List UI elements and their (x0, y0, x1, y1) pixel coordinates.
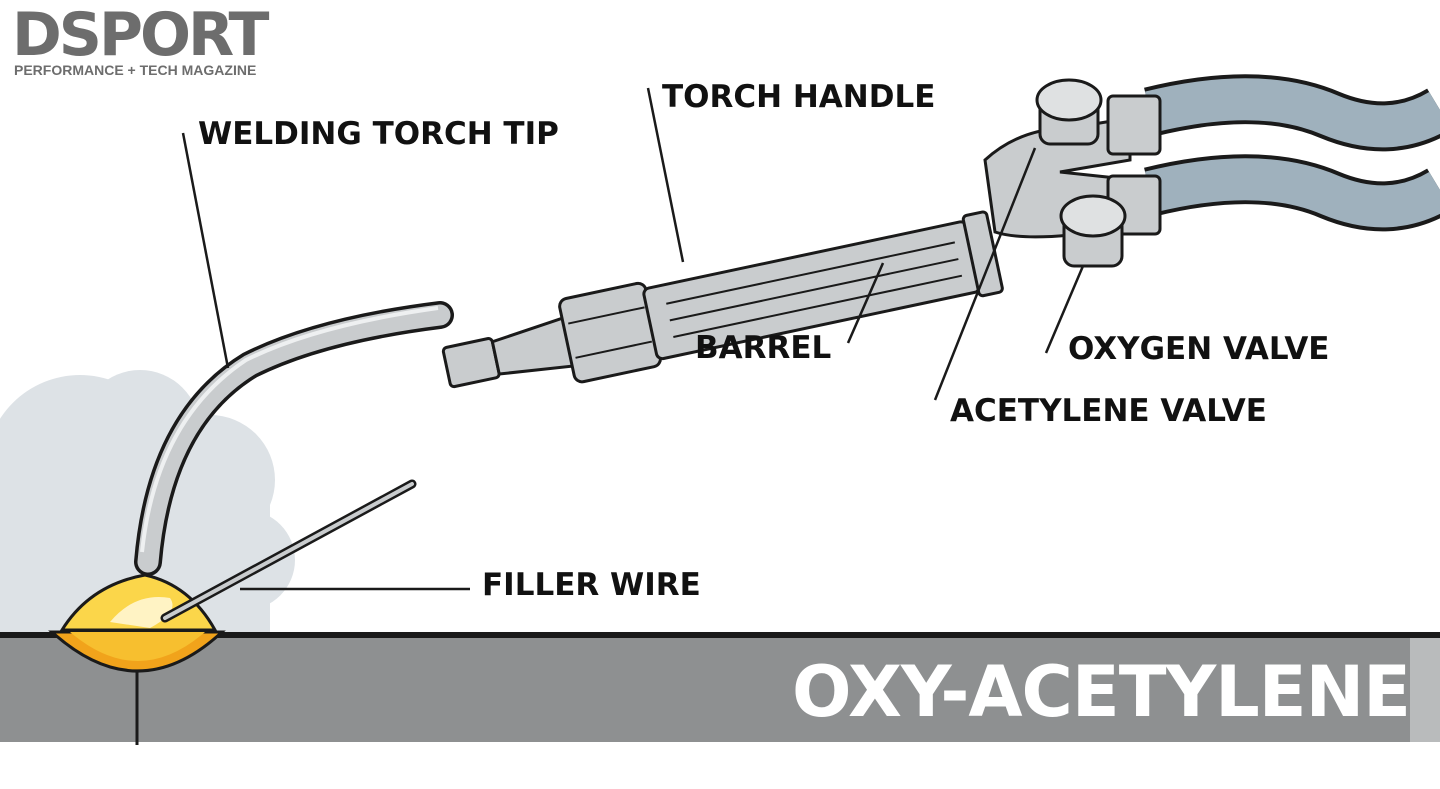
label-oxygen-valve: OXYGEN VALVE (1068, 331, 1330, 367)
brand-logo: DSPORT (12, 0, 269, 70)
filler-wire-rod (160, 479, 417, 623)
workpiece (0, 632, 1440, 745)
torch-body (441, 210, 1004, 389)
label-filler-wire: FILLER WIRE (482, 567, 701, 603)
oxygen-valve-knob (1059, 194, 1127, 268)
label-welding-torch-tip: WELDING TORCH TIP (198, 116, 559, 152)
brand-tagline: PERFORMANCE + TECH MAGAZINE (14, 62, 257, 78)
leader-lines (181, 87, 1085, 591)
acetylene-valve-knob (1035, 78, 1103, 146)
hoses (1106, 74, 1440, 236)
weld-pool (48, 630, 226, 673)
label-acetylene-valve: ACETYLENE VALVE (950, 393, 1267, 429)
diagram-title: OXY-ACETYLENE (791, 651, 1411, 733)
label-torch-handle: TORCH HANDLE (662, 79, 936, 115)
torch-tip (134, 301, 454, 576)
label-barrel: BARREL (695, 330, 832, 366)
